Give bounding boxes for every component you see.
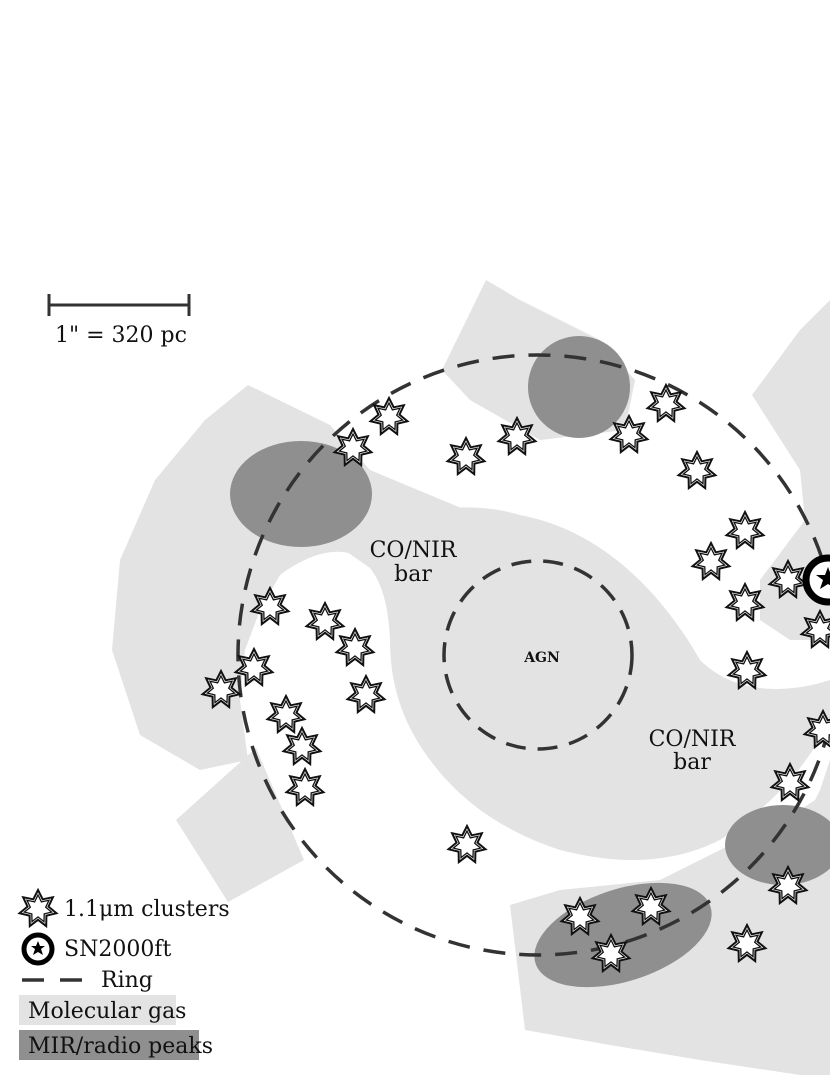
- cluster-star: [285, 768, 325, 807]
- legend-ring-label: Ring: [101, 968, 153, 993]
- mir-peak-upper-left: [230, 441, 372, 547]
- molecular-gas-central-bar: [280, 507, 830, 860]
- cluster-star: [335, 628, 375, 667]
- legend-molecular-gas-label: Molecular gas: [28, 999, 186, 1024]
- bar-label-lower-line1: CO/NIR: [649, 727, 737, 752]
- legend-molecular-gas-swatch: [19, 995, 176, 1025]
- cluster-star: [282, 727, 322, 766]
- cluster-star: [305, 602, 345, 641]
- scale-bar-label: 1" = 320 pc: [55, 323, 187, 348]
- agn-label: AGN: [523, 650, 560, 666]
- cluster-star: [677, 451, 717, 490]
- ring-inner-agn: [442, 559, 634, 751]
- legend-clusters-label: 1.1μm clusters: [64, 897, 230, 922]
- legend-cluster-icon: [18, 889, 58, 928]
- molecular-gas-lower-left-fragment: [176, 748, 304, 902]
- bar-label-upper-line2: bar: [394, 562, 432, 587]
- legend-mir-radio-swatch: [19, 1030, 199, 1060]
- molecular-gas-upper-left-arm: [112, 385, 490, 770]
- cluster-star: [346, 675, 386, 714]
- cluster-star: [725, 511, 765, 550]
- cluster-star: [447, 825, 487, 864]
- scale-bar: 1" = 320 pc: [47, 294, 191, 348]
- bar-label-lower-line2: bar: [673, 750, 711, 775]
- cluster-star: [446, 437, 486, 476]
- bar-label-upper-line1: CO/NIR: [370, 538, 458, 563]
- legend-mir-radio-label: MIR/radio peaks: [28, 1034, 213, 1059]
- cluster-star: [691, 542, 731, 581]
- legend: 1.1μm clusters SN2000ft Ring Molecular g…: [18, 889, 230, 1060]
- cluster-star: [725, 583, 765, 622]
- legend-sn-icon: [21, 932, 55, 966]
- cluster-star: [266, 695, 306, 734]
- legend-sn-label: SN2000ft: [64, 937, 171, 962]
- sn2000ft-marker: [802, 554, 830, 606]
